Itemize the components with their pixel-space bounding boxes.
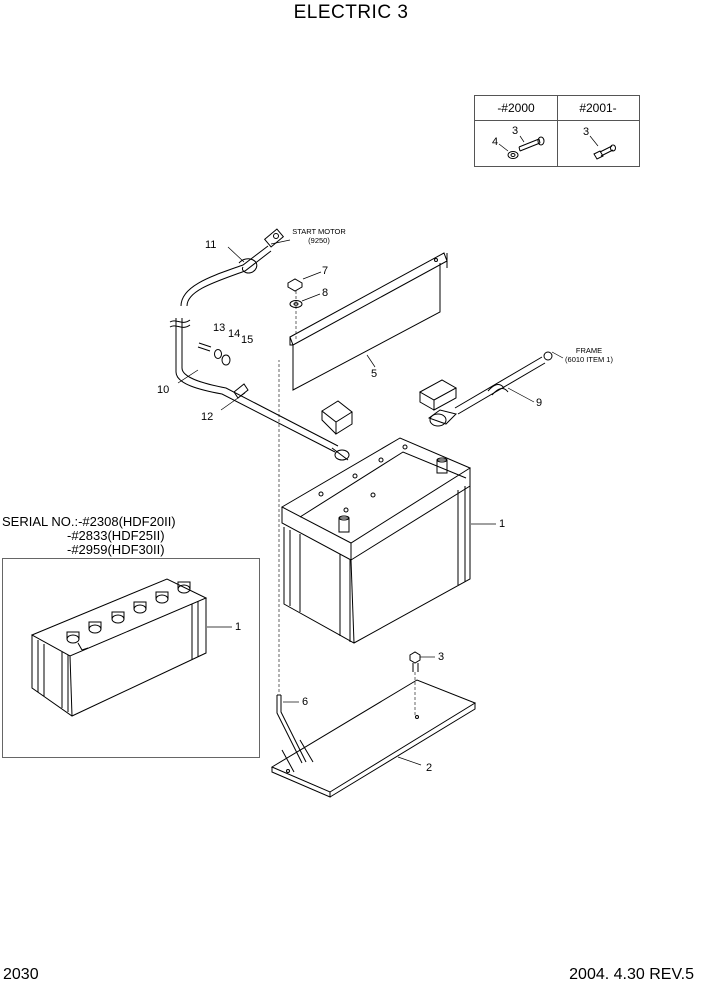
bolt-icon-col2 [593,144,616,160]
version-col2-part-3: 3 [583,126,590,138]
negative-cable [169,228,353,461]
inset-battery [30,578,208,717]
nut [287,278,303,292]
part-label-11: 11 [205,239,217,251]
hold-down-bracket [289,252,448,391]
version-col1-header: -#2000 [497,101,535,115]
serial-note: SERIAL NO.:-#2308(HDF20II) -#2833(HDF25I… [2,515,176,557]
part-label-7: 7 [322,265,329,277]
tray-bolt [409,651,421,715]
part-label-13: 13 [213,322,226,334]
part-label-12: 12 [201,411,214,423]
part-label-9: 9 [536,397,543,409]
annotation-frame: FRAME (6010 ITEM 1) [556,346,622,364]
inset-old-battery-box [2,558,260,758]
battery-main [280,437,472,644]
page-number: 2030 [3,966,39,983]
frame-text: FRAME [575,346,603,355]
inset-part-label-1: 1 [235,621,242,633]
serial-line-1: SERIAL NO.:-#2308(HDF20II) [2,514,176,529]
part-label-6: 6 [302,696,309,708]
serial-line-2: -#2833(HDF25II) [67,528,165,543]
page-title: ELECTRIC 3 [293,2,409,23]
part-label-15: 15 [241,334,254,346]
frame-ref: (6010 ITEM 1) [565,355,613,364]
part-label-1: 1 [499,518,506,530]
bolt-13 [197,342,212,352]
washer-14 [214,349,222,359]
annotation-start-motor: START MOTOR (9250) [288,227,350,245]
part-label-14: 14 [228,328,241,340]
start-motor-text: START MOTOR [292,227,346,236]
positive-cable [418,351,553,427]
part-label-5: 5 [371,368,378,380]
start-motor-ref: (9250) [308,236,330,245]
part-label-8: 8 [322,287,329,299]
version-table-divider [557,96,558,166]
part-label-2: 2 [426,762,433,774]
revision-date: 2004. 4.30 REV.5 [569,966,694,983]
part-label-3: 3 [438,651,445,663]
version-col2-header: #2001- [579,101,617,115]
part-label-10: 10 [157,384,170,396]
bolt-icon-col1 [507,136,545,159]
version-table-rule [475,120,639,121]
serial-line-3: -#2959(HDF30II) [67,542,165,557]
washer-15 [221,354,231,366]
battery-tray [270,679,477,798]
leader-lines [177,239,564,766]
version-col1-part-3: 3 [512,125,519,137]
version-table: -#2000 #2001- 3 4 3 [474,95,640,167]
version-col1-part-4: 4 [492,136,499,148]
